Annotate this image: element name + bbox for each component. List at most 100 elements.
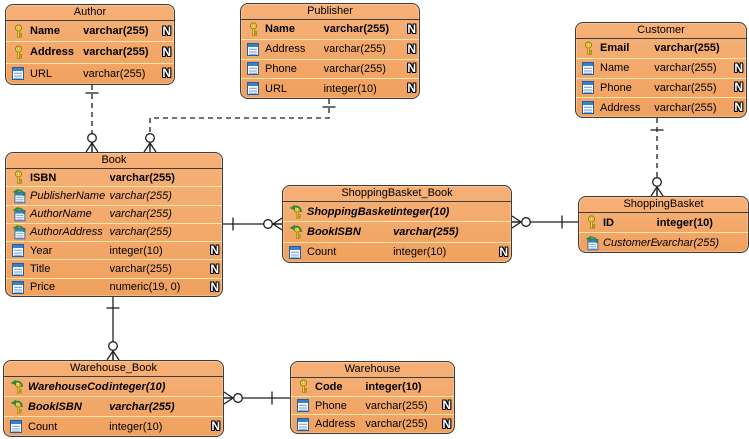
key-icon: [9, 170, 27, 185]
column-row[interactable]: Email varchar(255): [576, 39, 746, 59]
column-row[interactable]: AuthorAddress varchar(255): [6, 224, 222, 243]
key-icon: [9, 24, 27, 39]
column-type: varchar(255): [109, 226, 172, 239]
column-row[interactable]: Count integer(10) N: [283, 243, 511, 262]
nullable-badge: N: [162, 23, 171, 38]
column-name: Title: [30, 263, 51, 276]
column-type: integer(10): [323, 82, 377, 95]
relationship-publisher-book[interactable]: [149, 99, 330, 152]
column-list: ShoppingBasketIDinteger(10)BookISBNvarch…: [283, 202, 511, 262]
column-name: Name: [30, 25, 60, 38]
key-fk-icon: [7, 399, 25, 414]
column-type: varchar(255): [365, 399, 428, 412]
column-icon: [294, 417, 312, 432]
entity-shoppingbasket[interactable]: ShoppingBasketIDinteger(10)CustomerEmail…: [578, 196, 749, 253]
fk-icon: [582, 235, 600, 250]
entity-shoppingbasket_book[interactable]: ShoppingBasket_BookShoppingBasketIDinteg…: [282, 185, 512, 263]
column-type: varchar(255): [83, 46, 149, 59]
column-icon: [294, 398, 312, 413]
key-icon: [579, 41, 597, 56]
column-name: Count: [28, 420, 58, 433]
column-icon: [244, 61, 262, 76]
nullable-badge: N: [734, 60, 743, 75]
column-name: AuthorAddress: [30, 226, 103, 239]
column-icon: [9, 262, 27, 277]
column-type: integer(10): [393, 246, 447, 259]
cardinality-zero-many-marker: [145, 133, 155, 143]
entity-title: ShoppingBasket: [579, 197, 748, 213]
column-type: numeric(19, 0): [109, 281, 181, 294]
column-type: varchar(255): [109, 400, 175, 413]
fk-icon: [9, 188, 27, 204]
column-name: BookISBN: [28, 400, 82, 413]
column-type: integer(10): [365, 380, 422, 393]
nullable-badge: N: [442, 398, 451, 412]
column-icon: [579, 61, 597, 76]
nullable-badge: N: [407, 21, 416, 36]
column-name: ISBN: [30, 171, 57, 184]
column-type: varchar(255): [109, 171, 175, 184]
nullable-badge: N: [442, 416, 451, 431]
nullable-badge: N: [499, 244, 508, 259]
column-name: AuthorName: [30, 208, 92, 221]
column-name: ID: [603, 216, 614, 229]
column-name: Year: [30, 244, 53, 257]
column-icon: [579, 80, 597, 95]
column-icon: [286, 245, 304, 260]
entity-title: Warehouse_Book: [4, 361, 223, 377]
column-icon: [7, 419, 25, 434]
column-name: PublisherName: [30, 189, 106, 202]
key-fk-icon: [286, 224, 304, 239]
column-type: varchar(255): [654, 42, 720, 55]
nullable-badge: N: [162, 66, 171, 81]
column-icon: [244, 42, 262, 57]
column-row[interactable]: ISBN varchar(255): [6, 169, 222, 188]
cardinality-zero-many-marker: [108, 341, 118, 351]
key-fk-icon: [7, 379, 25, 394]
column-name: Address: [265, 43, 306, 56]
column-name: Count: [307, 246, 337, 259]
column-row[interactable]: BookISBN varchar(255): [4, 397, 223, 417]
column-type: varchar(255): [83, 67, 146, 80]
nullable-badge: N: [407, 41, 416, 56]
nullable-badge: N: [407, 61, 416, 76]
fk-icon: [9, 207, 27, 222]
column-name: Email: [600, 42, 630, 55]
key-icon: [244, 22, 262, 37]
